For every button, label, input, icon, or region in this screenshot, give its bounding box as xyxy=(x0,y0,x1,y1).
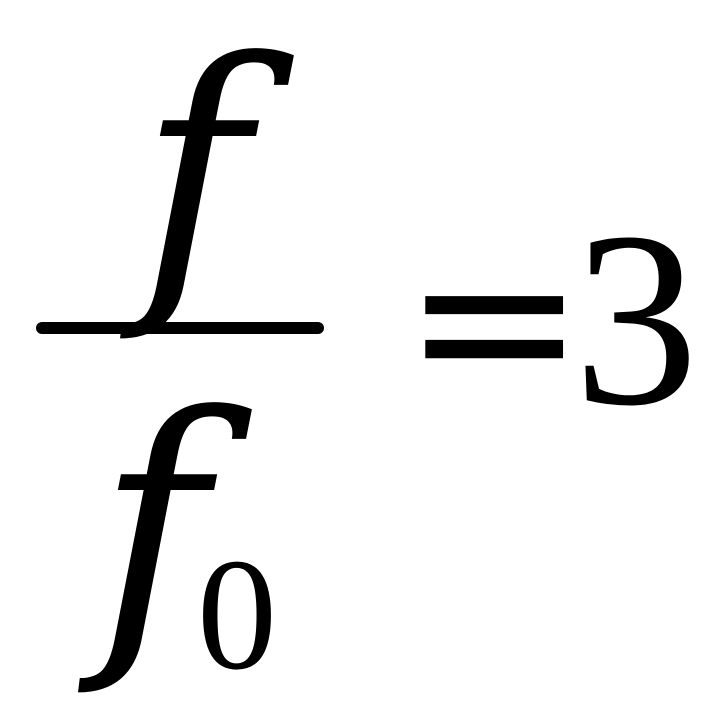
equals-sign: = xyxy=(402,192,587,448)
equation-result: 3 xyxy=(573,181,699,458)
denominator-subscript: 0 xyxy=(197,525,277,703)
fraction-bar xyxy=(36,322,324,334)
fraction-numerator: f xyxy=(138,0,250,347)
fraction-denominator: f xyxy=(96,352,208,701)
